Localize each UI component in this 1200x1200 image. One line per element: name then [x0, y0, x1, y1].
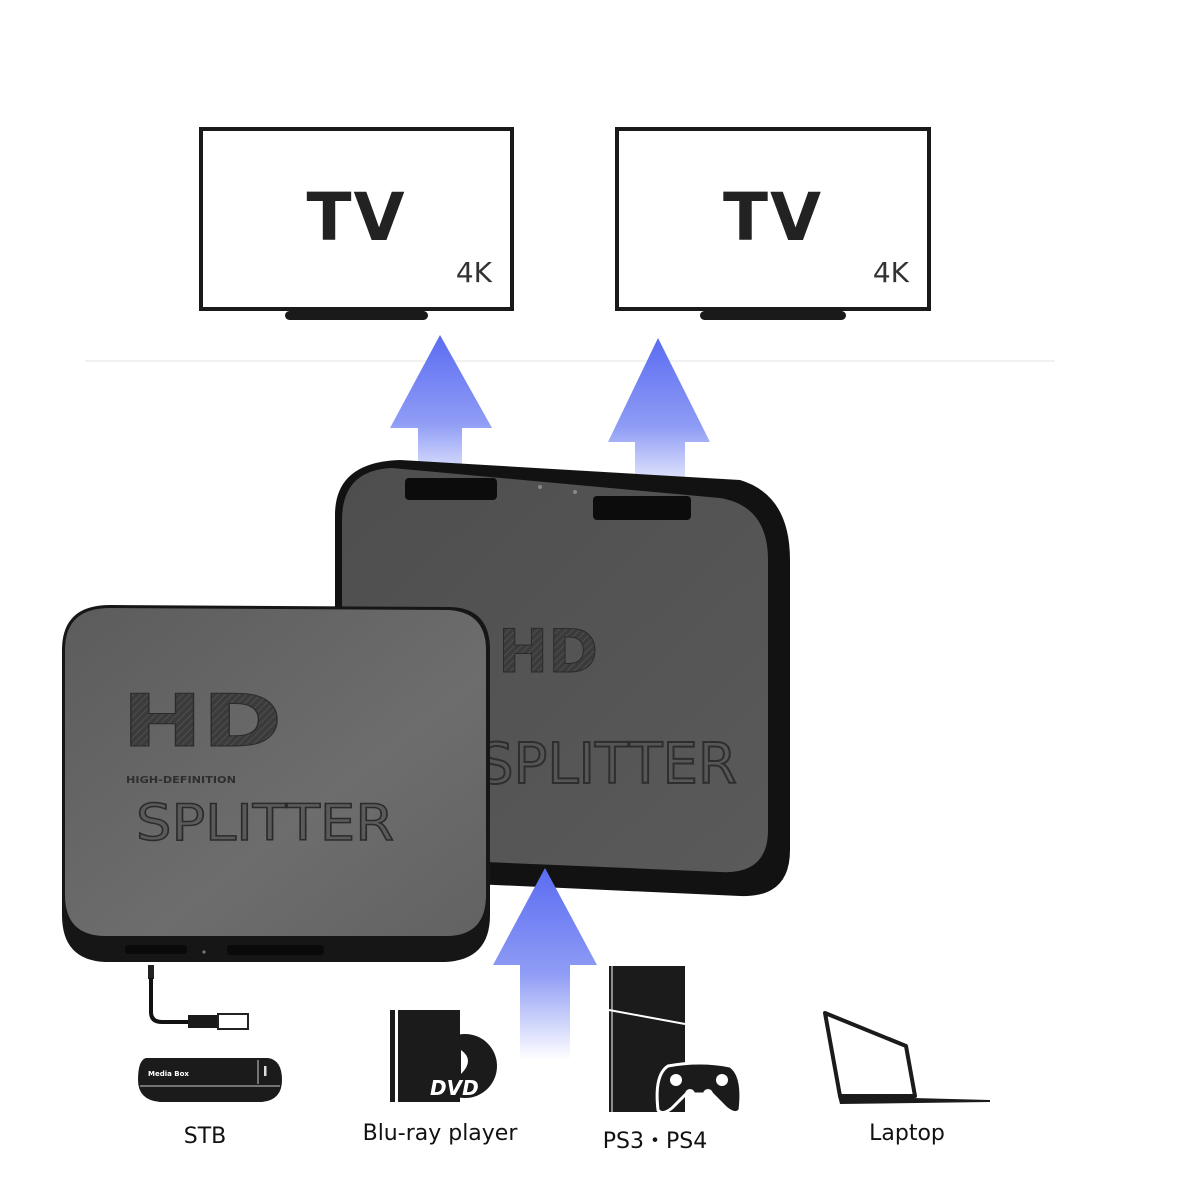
splitter-name-back: SPLITTER: [478, 732, 737, 797]
arrow-up-icon: [608, 338, 710, 500]
dvd-player-icon: DVD: [390, 1010, 497, 1102]
set-top-box-icon: Media Box: [138, 1058, 282, 1102]
arrow-up-icon: [493, 868, 597, 1060]
splitter-name: SPLITTER: [136, 794, 394, 852]
source-label-bluray: Blu-ray player: [362, 1121, 518, 1146]
laptop-icon: [823, 1011, 990, 1104]
tv-title: TV: [722, 179, 824, 256]
hdmi-input-port: [227, 945, 324, 955]
splitter-front: HD HIGH-DEFINITION SPLITTER: [62, 605, 490, 962]
usb-cable-icon: [148, 965, 249, 1030]
tv-resolution: 4K: [872, 256, 909, 289]
tv-stand: [285, 311, 428, 320]
dvd-badge: DVD: [430, 1076, 479, 1100]
usb-power-port: [125, 945, 187, 954]
hdmi-output-port: [593, 496, 691, 520]
hd-logo: HD: [122, 679, 282, 763]
divider: [85, 360, 1055, 362]
source-label-console: PS3・PS4: [602, 1129, 708, 1154]
tv-stand: [700, 311, 846, 320]
tv-display-1: TV 4K: [199, 127, 514, 311]
game-console-icon: [608, 966, 743, 1115]
splitter-tagline: HIGH-DEFINITION: [126, 775, 236, 786]
source-label-stb: STB: [183, 1124, 227, 1149]
hd-logo-back: HD: [498, 617, 598, 687]
stb-badge: Media Box: [148, 1070, 189, 1078]
splitter-back: HD SPLITTER: [335, 460, 790, 897]
hdmi-output-port: [405, 478, 497, 500]
arrow-up-icon: [390, 335, 492, 495]
tv-resolution: 4K: [455, 256, 492, 289]
tv-title: TV: [306, 179, 407, 256]
source-label-laptop: Laptop: [869, 1121, 945, 1146]
tv-display-2: TV 4K: [615, 127, 931, 311]
